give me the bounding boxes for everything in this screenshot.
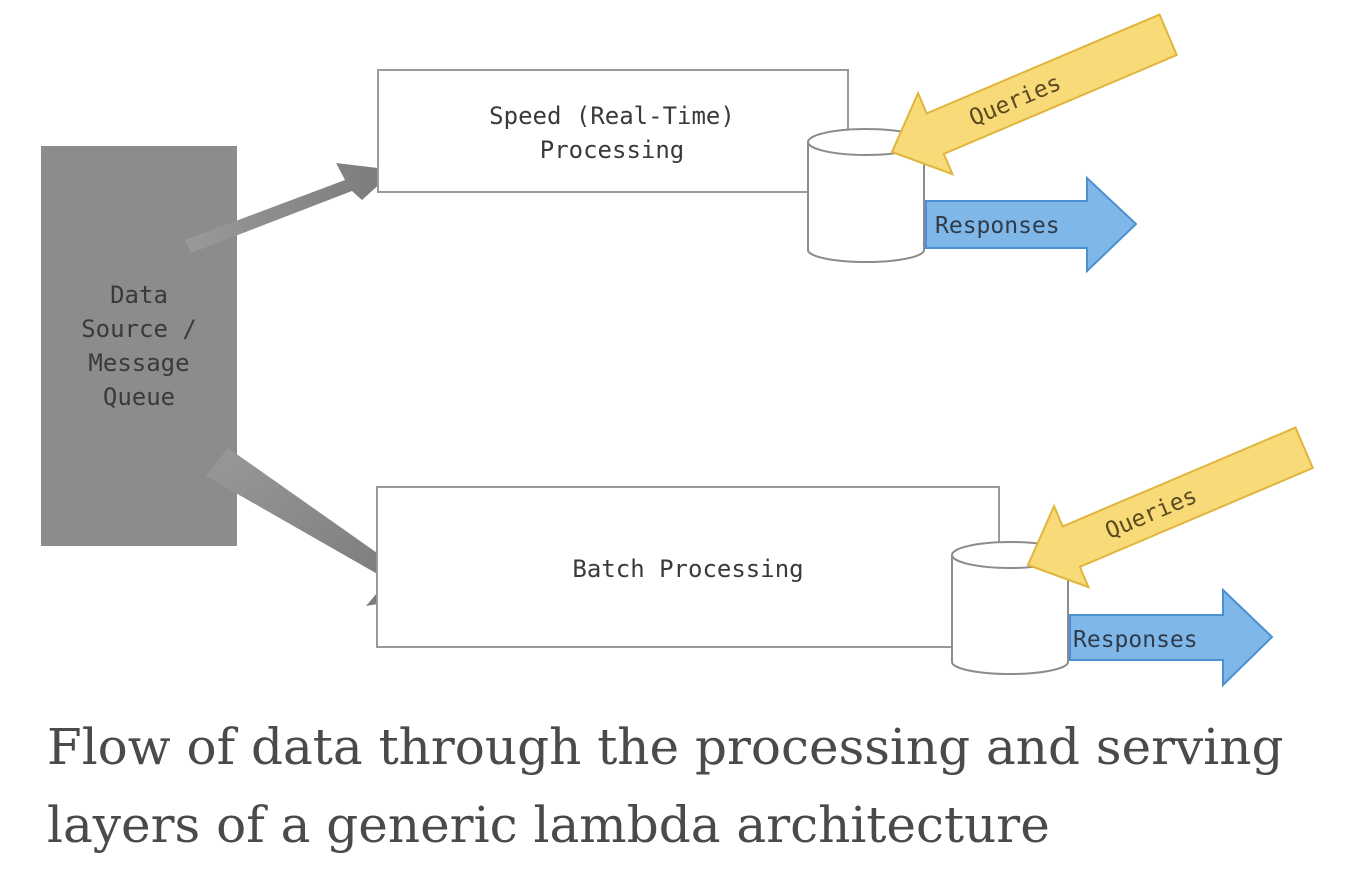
batch-db-body <box>951 555 1069 675</box>
speed-processing-rect <box>377 69 849 193</box>
data-source-label-line3: Message <box>88 349 189 377</box>
speed-processing-label-line1: Speed (Real-Time) <box>489 102 735 130</box>
speed-queries-arrow: Queries <box>890 13 1179 176</box>
data-source-label-line2: Source / <box>81 315 197 343</box>
batch-processing-rect <box>376 486 1000 648</box>
speed-db-body <box>807 142 925 263</box>
batch-responses-arrow: Responses <box>1069 587 1274 688</box>
batch-queries-arrow-shape <box>1026 426 1315 589</box>
caption-line-2: layers of a generic lambda architecture <box>47 796 1050 854</box>
lambda-architecture-diagram: Data Source / Message Queue Speed (Real-… <box>41 13 1315 688</box>
diagram-canvas: Data Source / Message Queue Speed (Real-… <box>41 13 1315 688</box>
speed-responses-label: Responses <box>935 213 1060 239</box>
speed-responses-arrow: Responses <box>925 175 1138 274</box>
data-source-label-line4: Queue <box>103 383 175 411</box>
flow-arrow-to-batch <box>206 448 430 606</box>
data-source-block: Data Source / Message Queue <box>41 146 237 546</box>
speed-processing-label-line2: Processing <box>540 136 685 164</box>
batch-processing-label: Batch Processing <box>572 555 803 583</box>
data-source-rect <box>41 146 237 546</box>
batch-queries-arrow: Queries <box>1026 426 1315 589</box>
figure-caption: Flow of data through the processing and … <box>47 708 1297 864</box>
speed-queries-arrow-shape <box>890 13 1179 176</box>
batch-processing-box: Batch Processing <box>376 486 1000 648</box>
speed-processing-box: Speed (Real-Time) Processing <box>377 69 849 193</box>
batch-responses-label: Responses <box>1073 627 1198 653</box>
batch-responses-arrow-shape <box>1069 587 1274 688</box>
data-source-label-line1: Data <box>110 281 168 309</box>
flow-arrow-to-speed <box>185 163 395 253</box>
caption-line-1: Flow of data through the processing and … <box>47 718 1284 776</box>
speed-responses-arrow-shape <box>925 175 1138 274</box>
